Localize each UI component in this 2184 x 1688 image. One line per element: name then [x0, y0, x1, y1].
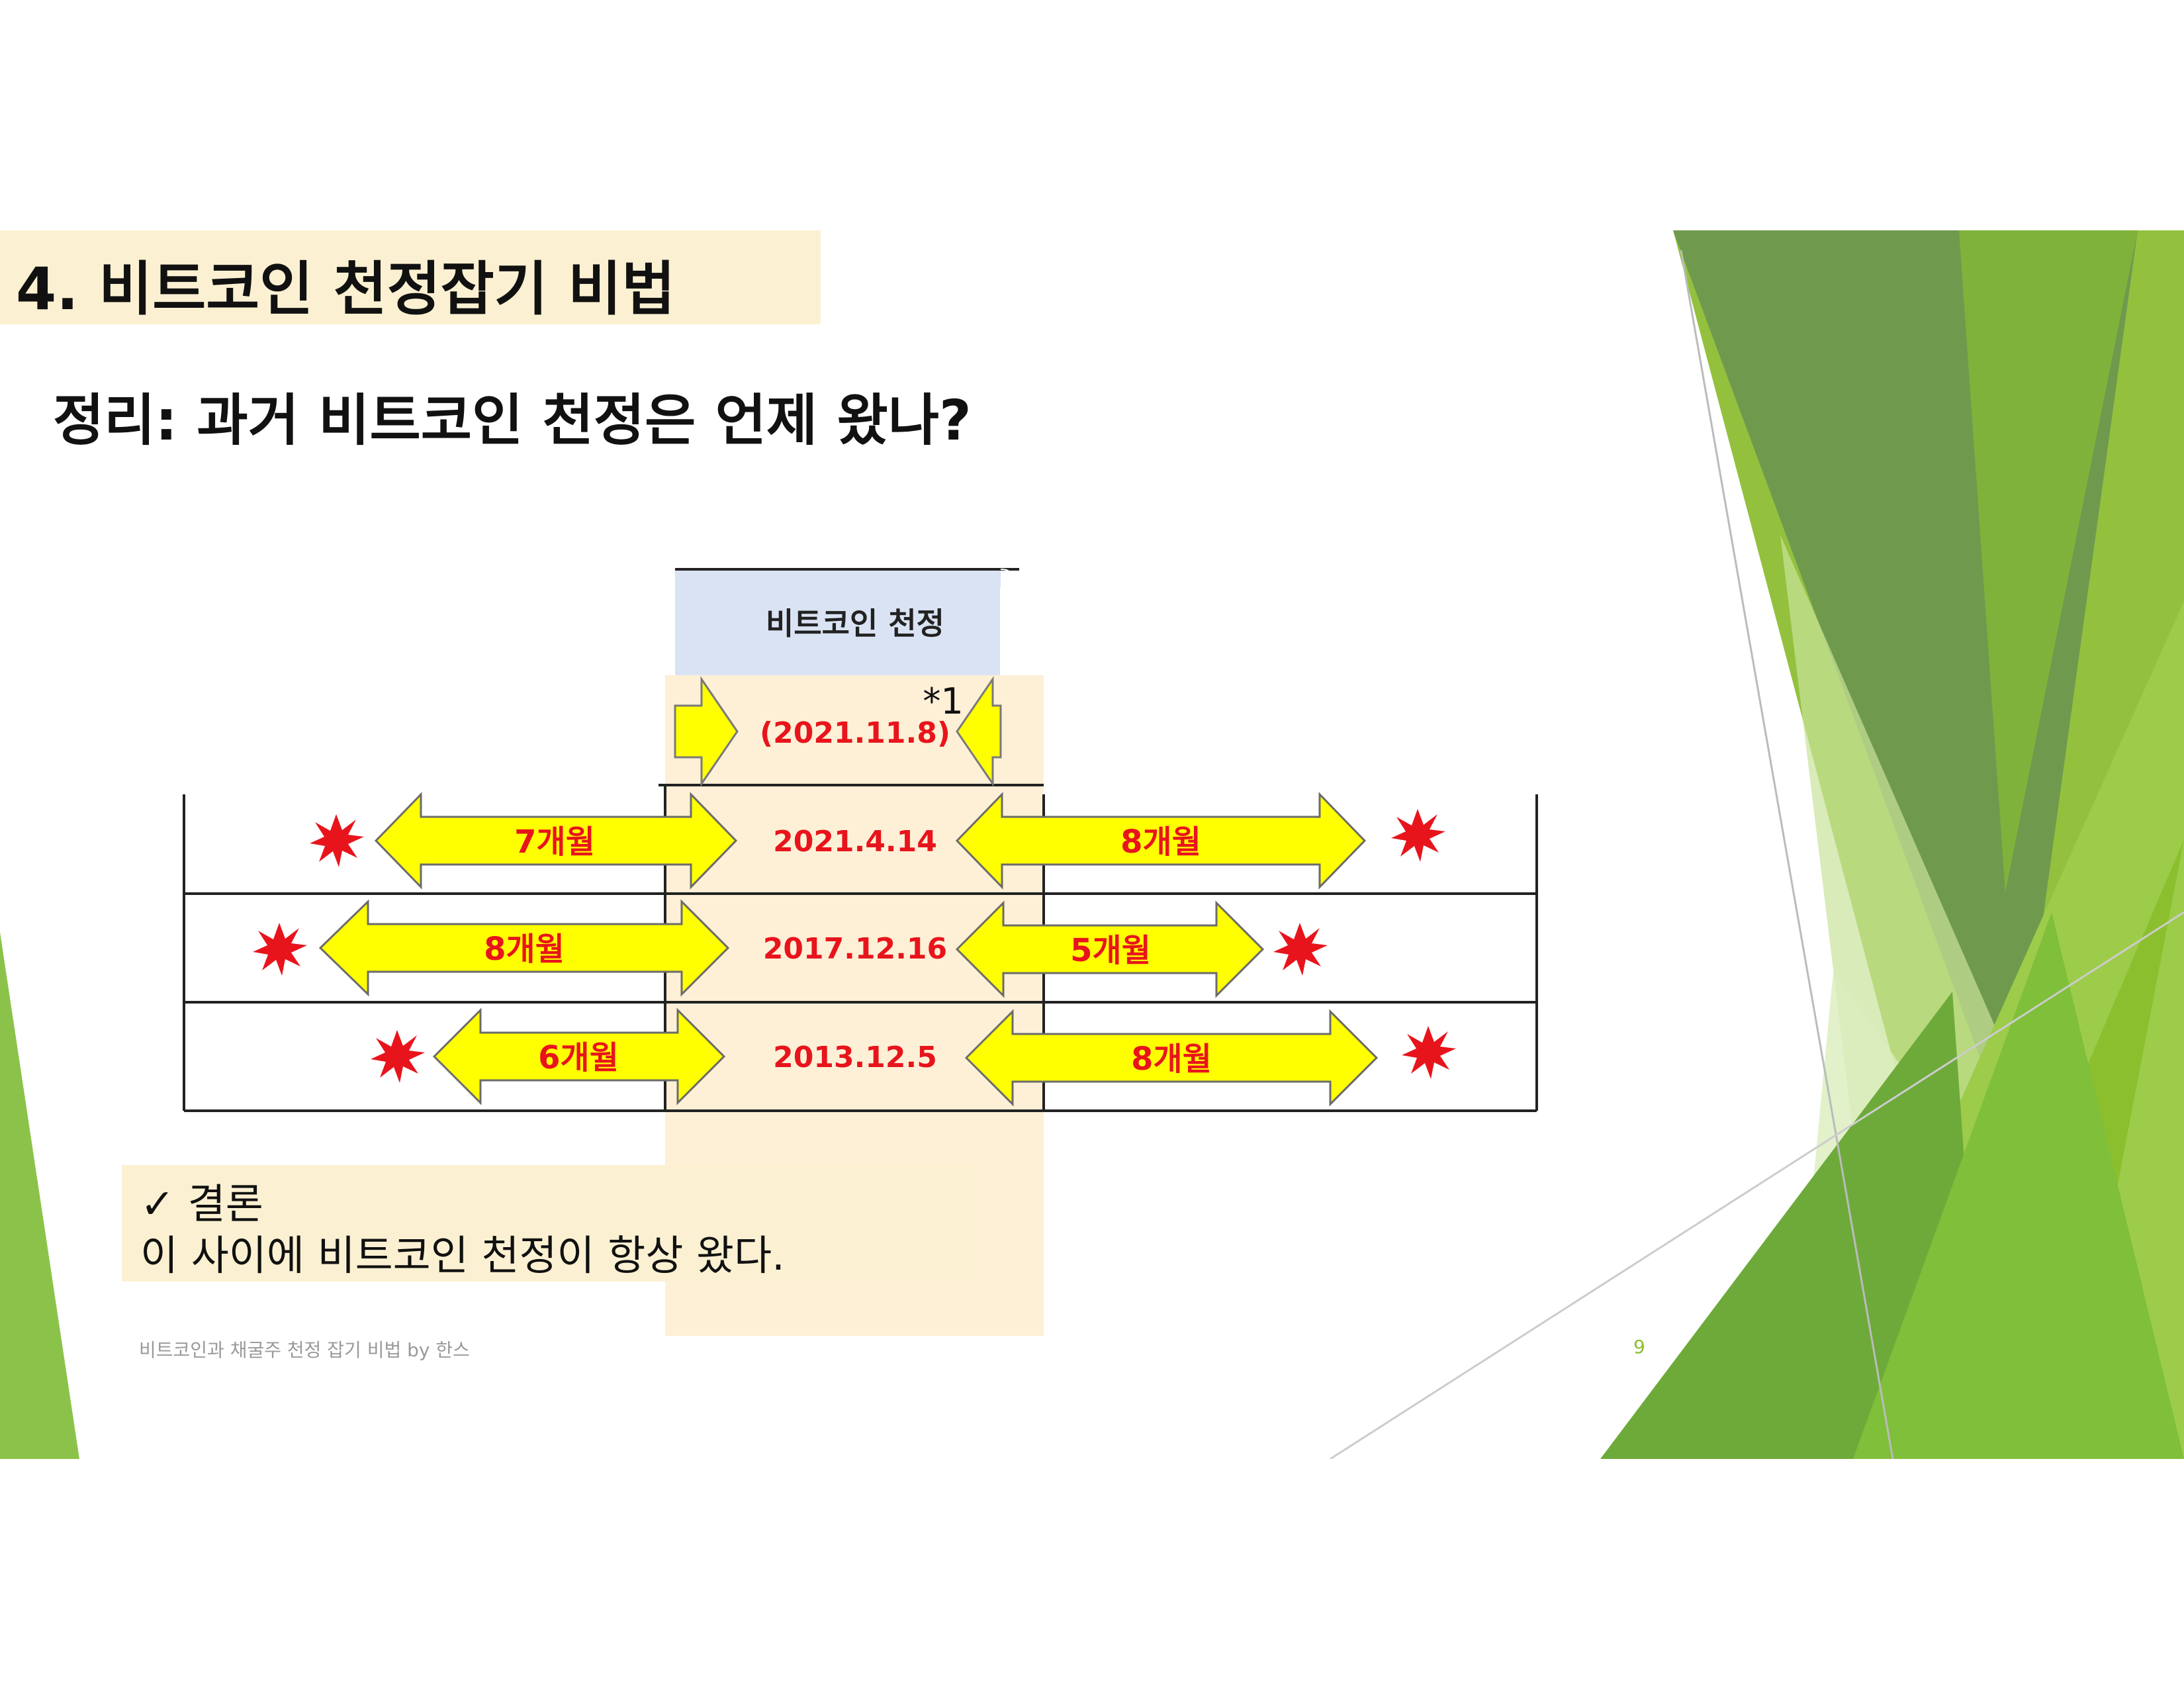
- row-1-right-arrow: [955, 792, 1367, 890]
- row-3-right-arrow: [964, 1009, 1379, 1107]
- conclusion-heading-line: ✓ 결론: [140, 1170, 263, 1230]
- green-decoration: [0, 230, 2184, 1459]
- row-3-left-arrow: [432, 1008, 726, 1105]
- row-0-right-arrow: [956, 676, 1002, 787]
- slide-subtitle: 정리: 과거 비트코인 천정은 언제 왔나?: [53, 388, 972, 453]
- row-2: 8개월 2017.12.16 5개월: [253, 899, 1328, 998]
- conclusion-box: ✓ 결론 이 사이에 비트코인 천정이 항상 왔다.: [122, 1165, 978, 1282]
- row-1-left-arrow: [374, 792, 738, 890]
- slide: 4. 비트코인 천정잡기 비법 정리: 과거 비트코인 천정은 언제 왔나? 비…: [0, 230, 2184, 1459]
- row-1-date: 2021.4.14: [773, 825, 937, 859]
- table-header-bg: [675, 569, 1001, 675]
- footnote-mark: *1: [923, 680, 963, 722]
- row-0-left-arrow: [674, 676, 739, 787]
- row-3-date: 2013.12.5: [773, 1041, 937, 1074]
- table-header-text: 비트코인 천정: [766, 606, 944, 641]
- page-number: 9: [1633, 1336, 1645, 1358]
- row-2-right-label: 5개월: [1070, 932, 1151, 969]
- title-box: 4. 비트코인 천정잡기 비법: [0, 230, 821, 324]
- row-3-left-label: 6개월: [538, 1039, 619, 1076]
- conclusion-text: 이 사이에 비트코인 천정이 항상 왔다.: [140, 1231, 785, 1280]
- row-2-right-arrow: [955, 900, 1265, 998]
- row-3-right-label: 8개월: [1131, 1041, 1212, 1078]
- table-grid: [183, 784, 1538, 1112]
- slide-title: 4. 비트코인 천정잡기 비법: [16, 255, 676, 323]
- row-2-left-label: 8개월: [484, 931, 565, 968]
- row-1: 7개월 2021.4.14 8개월: [310, 792, 1445, 890]
- conclusion-heading: 결론: [187, 1180, 263, 1228]
- row-3: 6개월 2013.12.5 8개월: [371, 1008, 1456, 1107]
- row-1-left-label: 7개월: [514, 823, 595, 861]
- row-0-date: (2021.11.8): [760, 716, 950, 750]
- check-icon: ✓: [140, 1180, 175, 1228]
- row-1-right-label: 8개월: [1120, 823, 1201, 861]
- row-2-date: 2017.12.16: [763, 932, 947, 966]
- footer-text: 비트코인과 채굴주 천정 잡기 비법 by 한스: [139, 1339, 470, 1361]
- row-2-left-arrow: [318, 899, 730, 997]
